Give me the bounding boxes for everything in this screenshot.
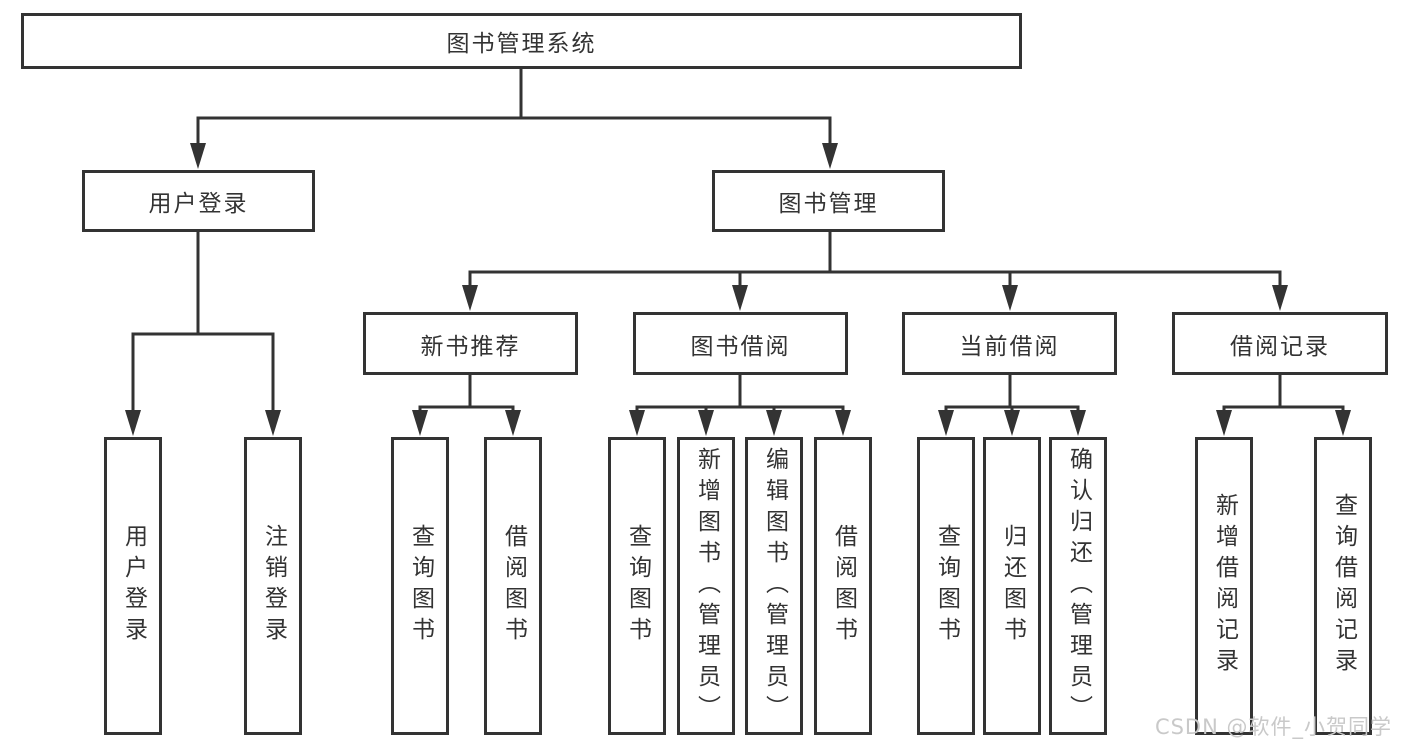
leaf-confirm-return-admin: 确认归还（管理员） — [1049, 437, 1107, 735]
leaf-add-borrow-record: 新增借阅记录 — [1195, 437, 1253, 735]
leaf-add-books-admin: 新增图书（管理员） — [677, 437, 735, 735]
leaf-query-books-3: 查询图书 — [917, 437, 975, 735]
node-new-book-recommend: 新书推荐 — [363, 312, 578, 375]
node-book-management: 图书管理 — [712, 170, 945, 232]
leaf-query-books-1: 查询图书 — [391, 437, 449, 735]
csdn-watermark: CSDN @软件_小贺同学 — [1154, 715, 1392, 739]
leaf-query-borrow-record: 查询借阅记录 — [1314, 437, 1372, 735]
leaf-borrow-books-2: 借阅图书 — [814, 437, 872, 735]
leaf-logout: 注销登录 — [244, 437, 302, 735]
leaf-return-books: 归还图书 — [983, 437, 1041, 735]
node-current-borrowing: 当前借阅 — [902, 312, 1117, 375]
leaf-query-books-2: 查询图书 — [608, 437, 666, 735]
node-book-borrowing: 图书借阅 — [633, 312, 848, 375]
root-node-library-system: 图书管理系统 — [21, 13, 1022, 69]
node-borrowing-records: 借阅记录 — [1172, 312, 1388, 375]
leaf-borrow-books-1: 借阅图书 — [484, 437, 542, 735]
leaf-edit-books-admin: 编辑图书（管理员） — [745, 437, 803, 735]
node-user-login: 用户登录 — [82, 170, 315, 232]
leaf-user-login: 用户登录 — [104, 437, 162, 735]
